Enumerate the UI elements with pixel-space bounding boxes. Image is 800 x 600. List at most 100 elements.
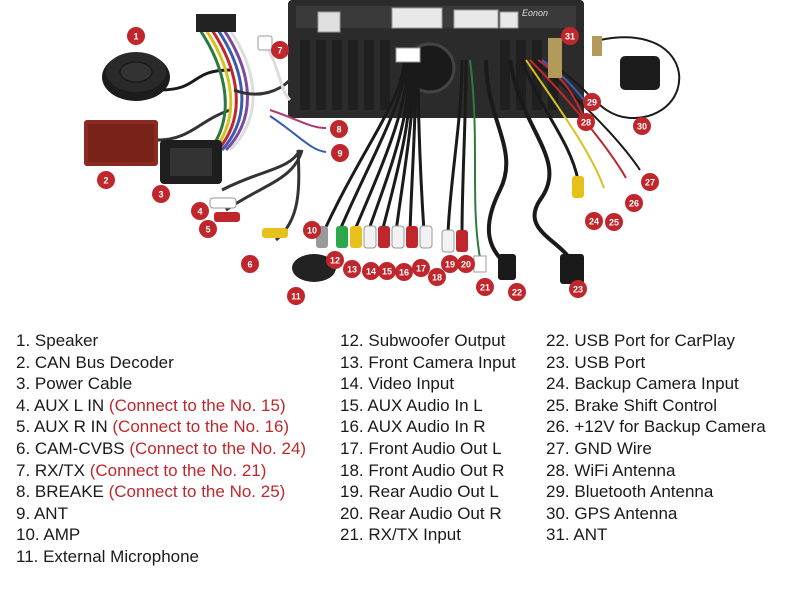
svg-text:21: 21 xyxy=(480,283,490,293)
badge-30: 30 xyxy=(633,117,651,135)
legend-item: 17. Front Audio Out L xyxy=(340,438,502,458)
gps-antenna xyxy=(548,36,681,120)
badge-8: 8 xyxy=(330,120,348,138)
badge-9: 9 xyxy=(331,144,349,162)
legend-item: 21. RX/TX Input xyxy=(340,525,461,545)
badge-20: 20 xyxy=(457,255,475,273)
legend-item: 29. Bluetooth Antenna xyxy=(546,482,714,502)
svg-text:7: 7 xyxy=(277,46,282,56)
legend-item: 13. Front Camera Input xyxy=(340,352,516,372)
aux-cam-plugs xyxy=(209,149,304,242)
badge-10: 10 xyxy=(303,221,321,239)
legend-item: 22. USB Port for CarPlay xyxy=(546,331,735,350)
legend-item: 11. External Microphone xyxy=(16,546,200,566)
svg-text:30: 30 xyxy=(637,122,647,132)
legend-item: 10. AMP xyxy=(16,525,81,545)
legend-column-1: 1. Speaker 2. CAN Bus Decoder 3. Power C… xyxy=(16,330,306,568)
side-wires xyxy=(257,35,327,153)
badge-25: 25 xyxy=(605,213,623,231)
svg-text:19: 19 xyxy=(445,260,455,270)
brand-logo: Eonon xyxy=(522,8,548,18)
svg-text:10: 10 xyxy=(307,226,317,236)
badge-26: 26 xyxy=(625,194,643,212)
svg-text:2: 2 xyxy=(103,176,108,186)
legend-item: 27. GND Wire xyxy=(546,438,652,458)
can-bus-decoder xyxy=(84,108,231,166)
badge-5: 5 xyxy=(199,220,217,238)
legend-item: 19. Rear Audio Out L xyxy=(340,482,499,502)
legend-column-3: 22. USB Port for CarPlay 23. USB Port 24… xyxy=(546,330,766,546)
badge-4: 4 xyxy=(191,202,209,220)
badge-7: 7 xyxy=(271,41,289,59)
legend-item: 6. CAM-CVBS (Connect to the No. 24) xyxy=(16,438,307,458)
wiring-diagram: Eonon xyxy=(84,0,681,305)
badge-31: 31 xyxy=(561,27,579,45)
badge-13: 13 xyxy=(343,260,361,278)
legend-item: 15. AUX Audio In L xyxy=(340,395,483,415)
legend-item: 16. AUX Audio In R xyxy=(340,417,486,437)
svg-text:29: 29 xyxy=(587,98,597,108)
svg-text:13: 13 xyxy=(347,265,357,275)
svg-text:15: 15 xyxy=(382,267,392,277)
svg-text:14: 14 xyxy=(366,267,376,277)
legend-item: 26. +12V for Backup Camera xyxy=(546,417,766,437)
speaker xyxy=(102,52,231,101)
legend-item: 4. AUX L IN (Connect to the No. 15) xyxy=(16,395,286,415)
badge-11: 11 xyxy=(287,287,305,305)
svg-text:8: 8 xyxy=(336,125,341,135)
legend-item: 14. Video Input xyxy=(340,374,455,394)
svg-text:1: 1 xyxy=(133,32,138,42)
svg-text:24: 24 xyxy=(589,217,599,227)
badge-6: 6 xyxy=(241,255,259,273)
legend-item: 18. Front Audio Out R xyxy=(340,460,505,480)
svg-text:11: 11 xyxy=(291,292,301,302)
svg-text:20: 20 xyxy=(461,260,471,270)
legend-item: 8. BREAKE (Connect to the No. 25) xyxy=(16,482,286,502)
usb-cables xyxy=(484,59,584,284)
legend-item: 23. USB Port xyxy=(546,352,646,372)
badge-27: 27 xyxy=(641,173,659,191)
svg-text:31: 31 xyxy=(565,32,575,42)
badge-12: 12 xyxy=(326,251,344,269)
power-cable xyxy=(160,14,292,184)
svg-text:18: 18 xyxy=(432,273,442,283)
badge-1: 1 xyxy=(127,27,145,45)
svg-text:16: 16 xyxy=(399,268,409,278)
svg-text:3: 3 xyxy=(158,190,163,200)
svg-text:17: 17 xyxy=(416,264,426,274)
svg-text:9: 9 xyxy=(337,149,342,159)
legend-item: 24. Backup Camera Input xyxy=(546,374,739,394)
badge-22: 22 xyxy=(508,283,526,301)
rca-bundle xyxy=(292,47,433,282)
svg-text:28: 28 xyxy=(581,118,591,128)
badge-23: 23 xyxy=(569,280,587,298)
legend-column-2: 12. Subwoofer Output 13. Front Camera In… xyxy=(340,330,516,546)
head-unit: Eonon xyxy=(288,0,584,118)
badge-28: 28 xyxy=(577,113,595,131)
legend-item: 28. WiFi Antenna xyxy=(546,460,676,480)
legend-item: 9. ANT xyxy=(16,503,68,523)
svg-text:26: 26 xyxy=(629,199,639,209)
badge-17: 17 xyxy=(412,259,430,277)
legend-item: 2. CAN Bus Decoder xyxy=(16,352,174,372)
legend-item: 12. Subwoofer Output xyxy=(340,331,506,350)
badge-24: 24 xyxy=(585,212,603,230)
badge-3: 3 xyxy=(152,185,170,203)
legend-item: 1. Speaker xyxy=(16,331,99,350)
badge-21: 21 xyxy=(476,278,494,296)
badge-18: 18 xyxy=(428,268,446,286)
svg-text:12: 12 xyxy=(330,256,340,266)
legend-item: 25. Brake Shift Control xyxy=(546,395,718,415)
badge-15: 15 xyxy=(378,262,396,280)
svg-text:23: 23 xyxy=(573,285,583,295)
legend-item: 7. RX/TX (Connect to the No. 21) xyxy=(16,460,267,480)
legend-item: 3. Power Cable xyxy=(16,374,133,394)
legend-item: 30. GPS Antenna xyxy=(546,503,678,523)
legend-item: 31. ANT xyxy=(546,525,608,545)
svg-text:22: 22 xyxy=(512,288,522,298)
svg-text:5: 5 xyxy=(205,225,210,235)
svg-text:25: 25 xyxy=(609,218,619,228)
badge-2: 2 xyxy=(97,171,115,189)
legend-item: 20. Rear Audio Out R xyxy=(340,503,502,523)
badge-29: 29 xyxy=(583,93,601,111)
